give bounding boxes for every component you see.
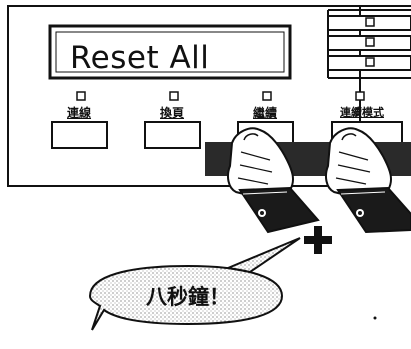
button-label-continue: 繼續 [253, 106, 278, 120]
speech-bubble [88, 237, 301, 331]
indicator-light-1 [76, 91, 86, 101]
lcd-display-text: Reset All [70, 40, 210, 76]
indicator-light-4 [355, 91, 365, 101]
paper-slots [327, 9, 411, 79]
button-2[interactable] [144, 121, 201, 149]
plus-sign-icon [304, 226, 332, 254]
button-label-page: 換頁 [160, 106, 185, 120]
lcd-display [48, 24, 292, 80]
button-label-continuous-mode: 連續模式 [340, 106, 384, 119]
speech-bubble-text: 八秒鐘！ [146, 285, 230, 309]
button-label-connect: 連線 [67, 106, 92, 120]
button-1[interactable] [51, 121, 108, 149]
pressing-hand-icon-left [227, 127, 320, 234]
pressing-hand-icon-right [325, 127, 411, 234]
indicator-light-2 [169, 91, 179, 101]
indicator-light-3 [262, 91, 272, 101]
